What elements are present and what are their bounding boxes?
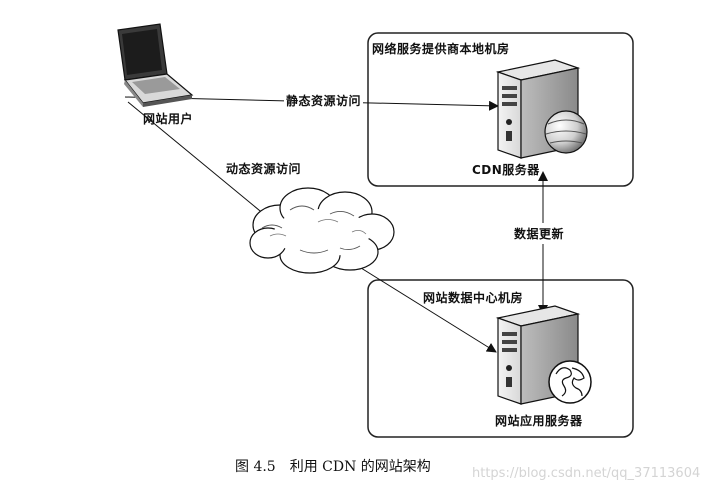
laptop-icon [117,23,194,107]
datacenter-region-label: 网站数据中心机房 [423,291,524,305]
data-update-label: 数据更新 [514,223,565,244]
user-label: 网站用户 [143,112,194,126]
static-access-label: 静态资源访问 [284,92,364,109]
server-icon [495,305,581,405]
dynamic-access-line-upper [127,101,266,216]
watermark: https://blog.csdn.net/qq_37113604 [472,466,701,481]
cloud-icon [249,187,395,274]
caption-title: 利用 CDN 的网站架构 [289,459,431,475]
datacenter-region-box [367,279,634,438]
caption-number: 图 4.5 [235,459,276,475]
globe-icon [544,110,588,154]
cdn-region-box [367,32,634,187]
dynamic-access-label: 动态资源访问 [226,162,302,176]
dynamic-access-arrow [344,257,497,353]
cdn-region-label: 网络服务提供商本地机房 [372,42,510,56]
cdn-server-label: CDN服务器 [472,163,540,177]
figure-caption: 图 4.5 利用 CDN 的网站架构 [235,456,445,476]
globe-icon [548,360,592,404]
app-server-label: 网站应用服务器 [495,414,583,428]
